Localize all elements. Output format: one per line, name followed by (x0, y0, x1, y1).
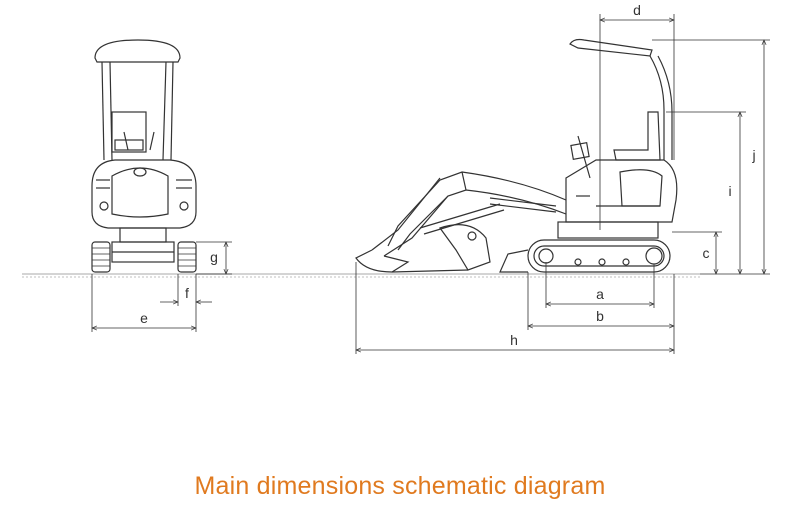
dim-label-b: b (596, 308, 604, 324)
dim-label-a: a (596, 286, 604, 302)
dim-label-j: j (751, 147, 755, 163)
dim-label-c: c (703, 245, 710, 261)
ground-line (22, 273, 700, 278)
dim-label-d: d (633, 2, 641, 18)
front-view-excavator (91, 39, 197, 273)
dimension-lines (92, 14, 770, 354)
dim-label-h: h (510, 332, 518, 348)
side-view-excavator (355, 38, 678, 273)
dim-label-f: f (185, 285, 189, 301)
dim-label-i: i (728, 183, 731, 199)
dim-label-e: e (140, 310, 148, 326)
dim-label-g: g (210, 249, 218, 265)
diagram-caption: Main dimensions schematic diagram (194, 472, 606, 500)
